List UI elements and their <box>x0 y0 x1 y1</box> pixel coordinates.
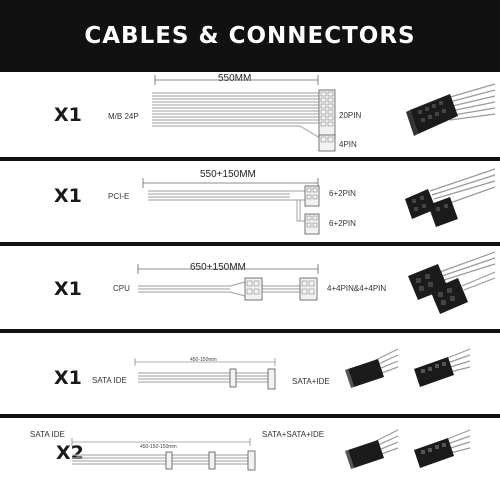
pin-tag: 6+2PIN <box>329 219 356 228</box>
pin-tag: SATA+SATA+IDE <box>262 430 325 439</box>
quantity-label: X1 <box>54 185 82 207</box>
pin-tag: SATA+IDE <box>292 377 330 386</box>
cable-row-pcie: X1 PCI-E 550+150MM 6+2PIN 6+2PIN <box>0 161 500 242</box>
pin-tag: 6+2PIN <box>329 189 356 198</box>
cable-length: 650+150MM <box>190 262 246 273</box>
cable-length: 550+150MM <box>200 169 256 180</box>
header-banner: CABLES & CONNECTORS <box>0 0 500 72</box>
row-divider <box>0 242 500 246</box>
quantity-label: X1 <box>54 367 82 389</box>
cable-length: 450-150mm <box>190 357 217 363</box>
cable-name: M/B 24P <box>108 112 139 121</box>
quantity-label: X1 <box>54 278 82 300</box>
pcie-cable-diagram <box>142 168 496 235</box>
sata-sata-ide-cable-diagram <box>71 429 471 471</box>
cable-length: 550MM <box>218 73 252 84</box>
pin-tag: 4+4PIN&4+4PIN <box>327 284 387 293</box>
cpu-cable-diagram <box>137 251 496 314</box>
sata-ide-cable-diagram <box>134 348 471 390</box>
cable-row-sata-sata-ide: X2 SATA IDE 450-150-150mm SATA+SATA+IDE <box>0 418 500 491</box>
row-divider <box>0 157 500 161</box>
row-divider <box>0 414 500 418</box>
cable-name: SATA IDE <box>92 376 127 385</box>
cable-name: SATA IDE <box>30 430 65 439</box>
cable-length: 450-150-150mm <box>140 444 177 450</box>
quantity-label: X1 <box>54 104 82 126</box>
pin-tag: 4PIN <box>339 140 357 149</box>
cable-name: PCI-E <box>108 192 130 201</box>
cable-row-cpu: X1 CPU 650+150MM 4+4PIN&4+4PIN <box>0 246 500 329</box>
pin-tag: 20PIN <box>339 111 362 120</box>
page-title: CABLES & CONNECTORS <box>84 23 416 49</box>
mb24p-cable-diagram <box>152 75 496 152</box>
cable-row-mb24p: X1 M/B 24P 550MM 20PIN 4PIN <box>0 72 500 157</box>
row-divider <box>0 329 500 333</box>
cable-name: CPU <box>113 284 130 293</box>
cable-row-sata-ide: X1 SATA IDE 450-150mm SATA+IDE <box>0 333 500 414</box>
